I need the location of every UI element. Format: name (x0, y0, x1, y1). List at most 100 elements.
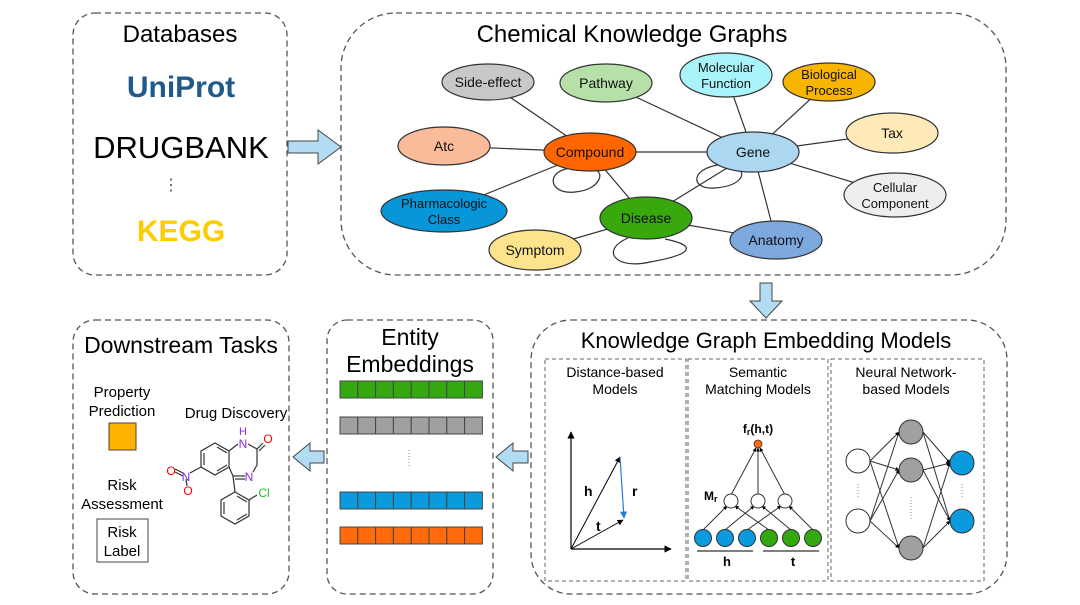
embedding-row (339, 380, 483, 399)
kg-node-ellipse (559, 63, 653, 103)
entity-node (694, 529, 712, 547)
embedding-cell (339, 526, 359, 545)
distance-based-border (544, 358, 687, 582)
bond-c3-n4 (252, 464, 258, 473)
t-vector (570, 519, 624, 550)
entity-node (738, 529, 756, 547)
kg-node-disease[interactable]: Disease (599, 196, 693, 240)
sm-edge-entity-to-mid (734, 505, 770, 531)
embedding-cell (357, 526, 377, 545)
kg-node-label: Molecular (698, 60, 755, 75)
atom-o1: O (263, 432, 272, 446)
embedding-cell (375, 380, 394, 399)
nn-input-node (845, 448, 871, 474)
embedding-cell (428, 416, 448, 435)
entity-node (782, 529, 800, 547)
entity-node (760, 529, 778, 547)
kg-node-label: Symptom (505, 242, 564, 258)
nn-edge-hidden-to-output (922, 520, 951, 549)
kg-node-label: Gene (736, 144, 770, 160)
database-uniprot[interactable]: UniProt (127, 71, 235, 104)
t-group-label: t (791, 554, 796, 569)
kg-node-side-effect[interactable]: Side-effect (441, 63, 535, 101)
entity-embeddings-title-line2: Embeddings (346, 351, 474, 377)
kg-node-label: Compound (556, 144, 625, 160)
kg-node-compound[interactable]: Compound (543, 132, 637, 172)
kg-node-ellipse (845, 112, 939, 154)
kg-node-label: Tax (881, 125, 903, 141)
distance-based-panel: Distance-based Models h r t (544, 358, 687, 582)
bond-c2-o (256, 442, 264, 450)
embedding-cell (446, 380, 466, 399)
kg-node-ellipse (599, 196, 693, 240)
kg-node-anatomy[interactable]: Anatomy (729, 220, 823, 260)
benzene-ring-b (220, 491, 250, 525)
distance-based-title-line2: Models (592, 381, 637, 397)
database-kegg[interactable]: KEGG (137, 215, 225, 248)
arrow-kge-to-embeddings (495, 441, 529, 473)
sm-edge-mid-to-score (730, 447, 757, 496)
matrix-node (750, 493, 766, 509)
atom-cl: Cl (258, 486, 269, 500)
kg-node-label: Anatomy (748, 232, 803, 248)
entity-embeddings-border (326, 319, 494, 595)
semantic-matching-title-line1: Semantic (729, 364, 787, 380)
risk-label-line1: Risk (107, 524, 137, 541)
atom-n1: N (239, 437, 248, 451)
kg-node-atc[interactable]: Atc (397, 126, 491, 166)
matrix-node (777, 493, 793, 509)
kg-node-tax[interactable]: Tax (845, 112, 939, 154)
embedding-cell (464, 526, 483, 545)
embedding-row (339, 416, 483, 435)
embedding-cell (375, 416, 394, 435)
kg-node-pathway[interactable]: Pathway (559, 63, 653, 103)
benzene-ring-a (200, 442, 230, 476)
kg-node-ellipse (543, 132, 637, 172)
ring-b-double-3 (236, 513, 248, 521)
kge-models-title: Knowledge Graph Embedding Models (581, 328, 952, 353)
arrow-kg-to-kge (748, 282, 784, 319)
downstream-tasks-title: Downstream Tasks (84, 332, 278, 358)
kg-node-symptom[interactable]: Symptom (488, 229, 582, 271)
embedding-cell (339, 491, 359, 510)
kg-node-ellipse (679, 52, 773, 98)
nn-hidden-node (898, 535, 924, 561)
kg-node-ellipse (729, 220, 823, 260)
neural-network-title-line1: Neural Network- (855, 364, 956, 380)
nn-edge-input-to-hidden (869, 431, 900, 462)
semantic-matching-panel: Semantic Matching Models fr(h,t) Mr h t (687, 358, 829, 582)
bond-nitro-o1 (174, 471, 184, 477)
risk-label-line2: Label (104, 543, 141, 560)
h-vector-label: h (584, 483, 593, 499)
embedding-rows (339, 380, 483, 545)
nn-edge-input-to-hidden (869, 520, 900, 549)
atom-h: H (239, 426, 247, 438)
embedding-cell (339, 380, 359, 399)
kg-node-label: Cellular (873, 180, 918, 195)
nn-edge-input-to-hidden (869, 469, 900, 522)
h-vector (570, 456, 621, 550)
semantic-matching-border (687, 358, 829, 582)
nn-input-node (845, 508, 871, 534)
bond-c5-phenyl (232, 475, 236, 493)
embedding-cell (428, 526, 448, 545)
database-drugbank[interactable]: DRUGBANK (93, 130, 269, 165)
kg-node-gene[interactable]: Gene (706, 131, 800, 173)
arrow-embeddings-to-downstream (292, 441, 325, 473)
neural-network-graph (845, 419, 975, 561)
kg-node-label: Pathway (579, 75, 633, 91)
knowledge-graph-title: Chemical Knowledge Graphs (477, 21, 788, 48)
kg-node-ellipse (782, 62, 876, 102)
nn-edge-hidden-to-output (922, 431, 951, 522)
r-vector (619, 456, 628, 519)
atom-o3: O (183, 484, 192, 498)
bond-nitro-o1-double (174, 468, 184, 474)
nn-hidden-node (898, 419, 924, 445)
neural-network-title-line2: based Models (862, 381, 949, 397)
embedding-cell (428, 380, 448, 399)
